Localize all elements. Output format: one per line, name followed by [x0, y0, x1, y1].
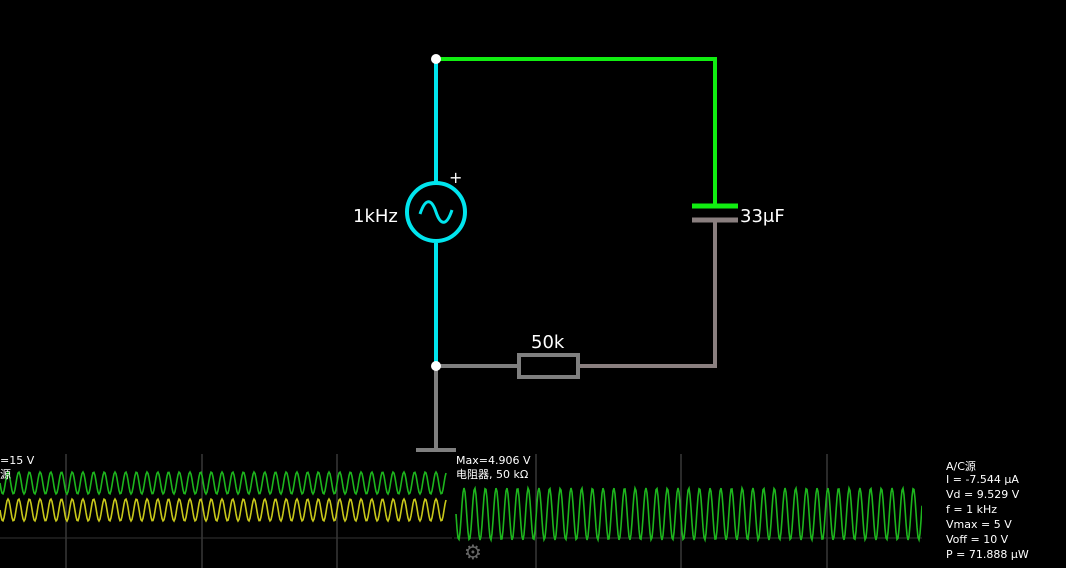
- node-top[interactable]: [431, 54, 441, 64]
- info-panel: A/C源 I = -7.544 μA Vd = 9.529 V f = 1 kH…: [922, 454, 1066, 568]
- scope-left[interactable]: =15 V 源: [0, 454, 452, 568]
- scope-right-plot[interactable]: [454, 454, 922, 568]
- resistor-value-label: 50k: [531, 332, 565, 353]
- source-polarity-label: +: [449, 168, 462, 187]
- scope-trace-resistor-voltage: [455, 485, 922, 543]
- gear-icon[interactable]: ⚙: [464, 540, 482, 564]
- node-bottom[interactable]: [431, 361, 441, 371]
- scope-right-element-label: 电阻器, 50 kΩ: [456, 468, 529, 481]
- scope-trace-current: [0, 497, 447, 523]
- scope-right-max-label: Max=4.906 V: [456, 454, 531, 467]
- capacitor[interactable]: [692, 203, 738, 223]
- info-voltage-drop: Vd = 9.529 V: [946, 488, 1020, 501]
- circuit-canvas[interactable]: + 1kHz 33μF 50k: [0, 0, 1066, 454]
- source-frequency-label: 1kHz: [353, 206, 398, 227]
- scope-right[interactable]: Max=4.906 V 电阻器, 50 kΩ: [454, 454, 922, 568]
- wire-right-gray[interactable]: [578, 220, 717, 368]
- wire-top-green[interactable]: [436, 57, 717, 204]
- scope-trace-voltage: [0, 470, 447, 496]
- scope-left-source-label: 源: [0, 468, 11, 481]
- info-current: I = -7.544 μA: [946, 473, 1019, 486]
- info-voffset: Voff = 10 V: [946, 533, 1009, 546]
- scope-left-plot[interactable]: [0, 454, 452, 568]
- capacitor-value-label: 33μF: [740, 206, 785, 227]
- scope-left-max-label: =15 V: [0, 454, 35, 467]
- ac-voltage-source[interactable]: [405, 181, 467, 243]
- resistor[interactable]: [517, 353, 580, 379]
- info-frequency: f = 1 kHz: [946, 503, 997, 516]
- info-power: P = 71.888 μW: [946, 548, 1029, 561]
- info-vmax: Vmax = 5 V: [946, 518, 1012, 531]
- info-title: A/C源: [946, 460, 976, 473]
